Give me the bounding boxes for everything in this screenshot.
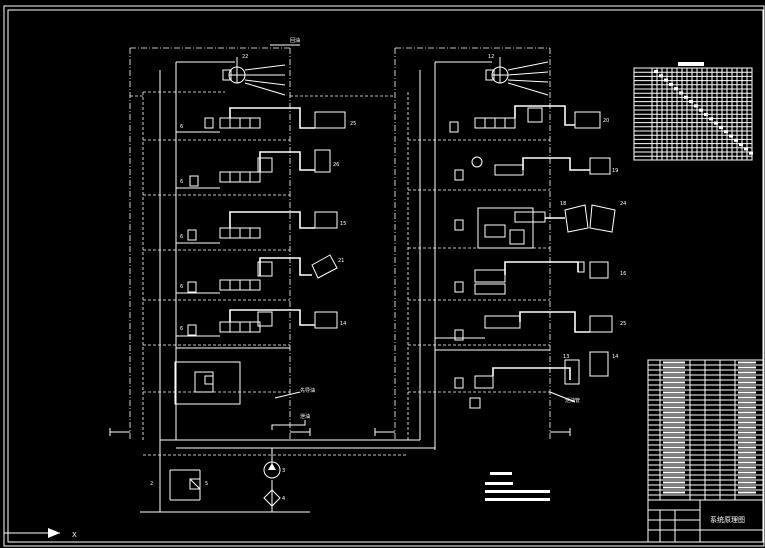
left-selector-valve: 回油 <box>222 37 300 96</box>
svg-text:14: 14 <box>340 321 346 327</box>
left-return-b-label: 泄油 <box>300 413 310 420</box>
svg-text:6: 6 <box>180 326 183 332</box>
axis-marker-x: X <box>72 531 77 539</box>
svg-text:6: 6 <box>180 124 183 130</box>
left-valve-section-4: 6 21 <box>143 254 344 301</box>
svg-text:25: 25 <box>620 321 626 327</box>
svg-text:20: 20 <box>603 118 609 124</box>
notes-block <box>485 472 550 501</box>
bottom-right-bom-table <box>647 359 764 501</box>
svg-text:24: 24 <box>620 201 626 207</box>
title-block: 系统原理图 <box>647 499 764 543</box>
right-valve-section-6: 泄油管 13 14 <box>408 351 618 409</box>
right-valve-section-3: 18 24 <box>408 201 626 249</box>
svg-text:21: 21 <box>338 258 344 264</box>
left-relief-block: 先导油 泄油 <box>143 361 315 430</box>
selector-labels: 22 12 <box>242 54 494 60</box>
main-supply-lines <box>140 439 435 513</box>
top-right-table <box>633 62 753 161</box>
left-bank-pilot-lines <box>109 47 311 440</box>
inter-bank-connectors <box>130 95 550 351</box>
pump-group: 3 4 2 5 <box>150 461 285 507</box>
right-valve-section-1: 20 <box>408 105 609 141</box>
right-selector-valve <box>485 57 549 96</box>
left-top-line-label: 回油 <box>290 37 300 44</box>
left-return-a-label: 先导油 <box>300 387 315 394</box>
drawing-frame: X <box>3 5 765 547</box>
right-return-a-label: 泄油管 <box>565 397 580 404</box>
pump-number-label: 3 <box>282 468 285 474</box>
right-valve-section-2: 19 <box>408 156 618 191</box>
svg-text:25: 25 <box>350 121 356 127</box>
right-valve-section-4: 16 <box>408 261 626 301</box>
check-number-label: 5 <box>205 481 208 487</box>
filter-number-label: 4 <box>282 496 285 502</box>
svg-text:16: 16 <box>620 271 626 277</box>
right-valve-section-5: 25 <box>408 311 626 346</box>
svg-text:18: 18 <box>560 201 566 207</box>
svg-text:14: 14 <box>612 354 618 360</box>
left-valve-section-5: 6 14 <box>143 309 346 346</box>
svg-text:6: 6 <box>180 234 183 240</box>
svg-text:19: 19 <box>612 168 618 174</box>
left-valve-section-1: 6 25 <box>143 107 356 141</box>
left-valve-section-2: 6 26 <box>143 149 339 196</box>
relief-number-label: 2 <box>150 481 153 487</box>
svg-text:13: 13 <box>563 354 569 360</box>
svg-text:12: 12 <box>488 54 494 60</box>
right-bank-pilot-lines <box>374 47 571 450</box>
svg-text:22: 22 <box>242 54 248 60</box>
svg-text:6: 6 <box>180 179 183 185</box>
title-block-title: 系统原理图 <box>710 515 745 524</box>
svg-text:6: 6 <box>180 284 183 290</box>
svg-text:15: 15 <box>340 221 346 227</box>
left-valve-section-3: 6 15 <box>143 211 346 251</box>
svg-text:26: 26 <box>333 162 339 168</box>
